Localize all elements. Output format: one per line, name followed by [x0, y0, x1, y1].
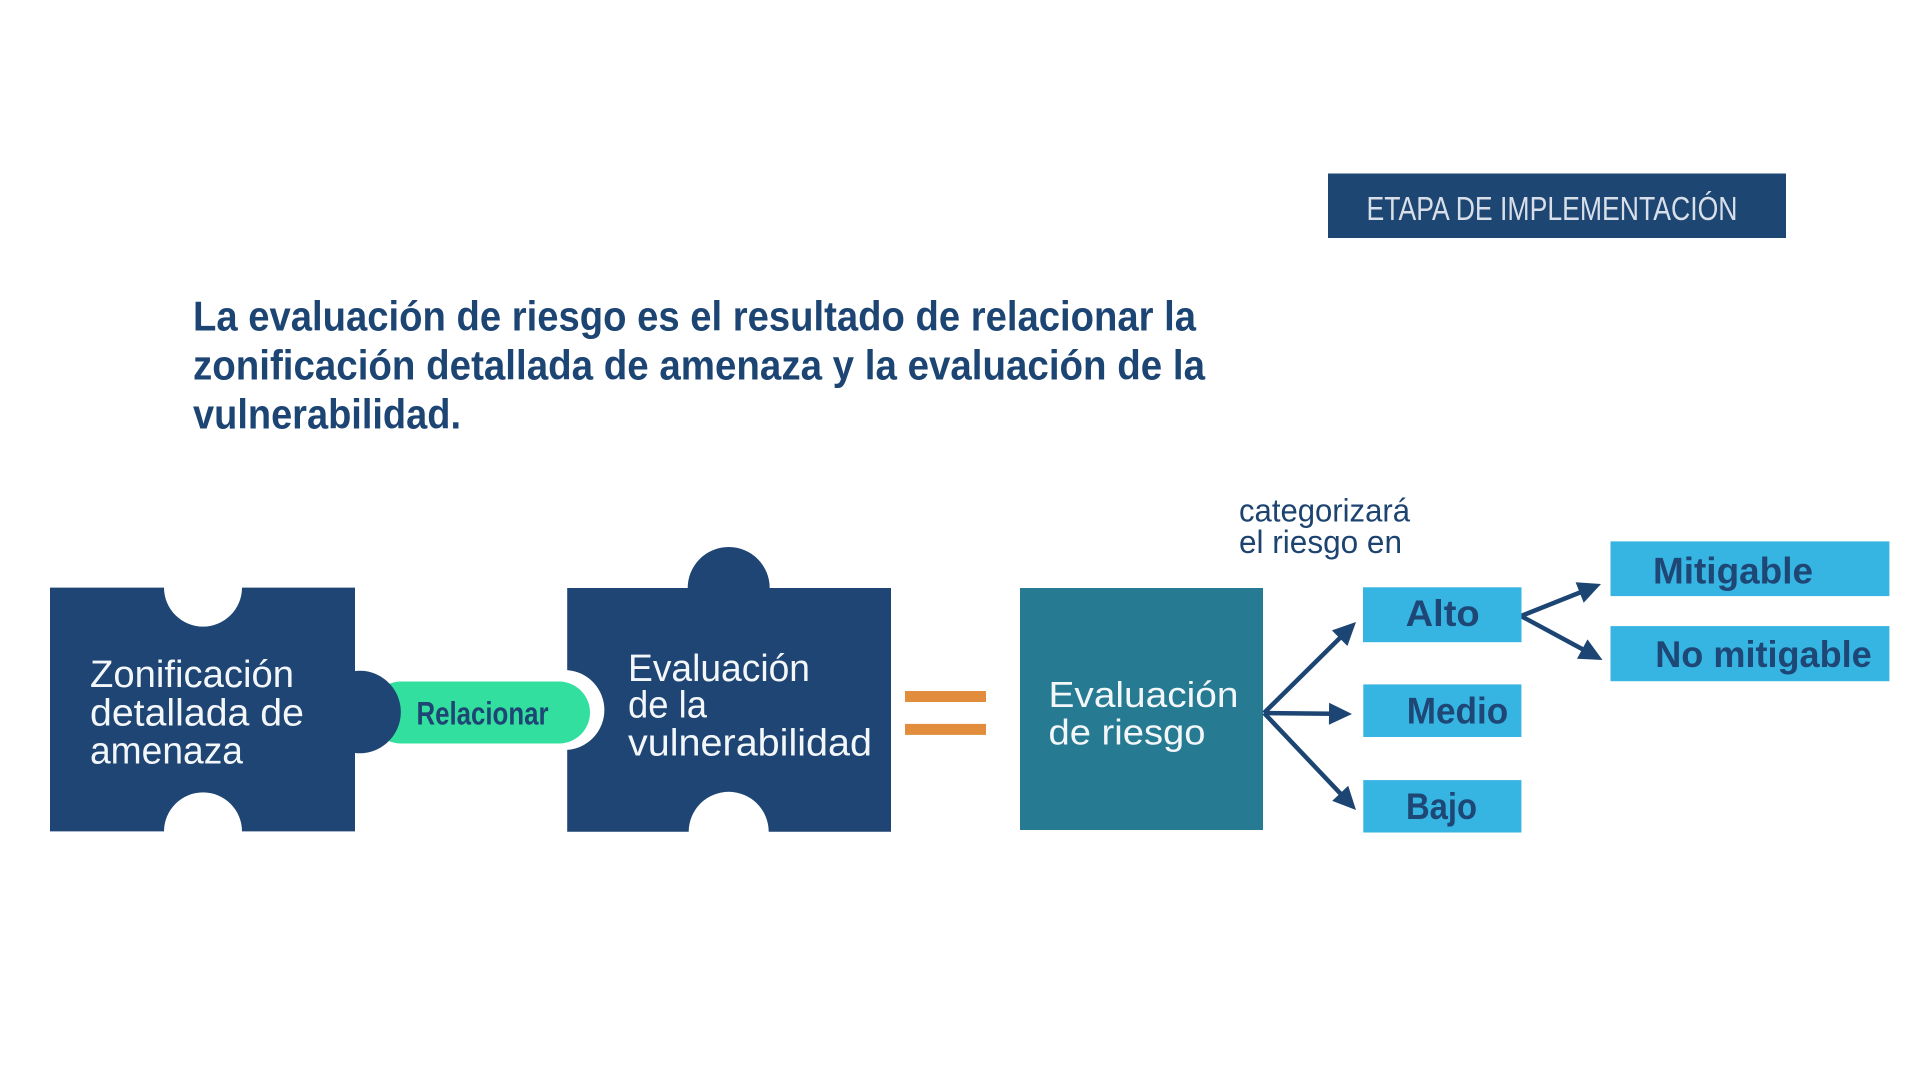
svg-text:Bajo: Bajo	[1406, 785, 1477, 827]
svg-text:Medio: Medio	[1407, 690, 1509, 732]
svg-text:el riesgo en: el riesgo en	[1239, 524, 1402, 560]
svg-text:Evaluación: Evaluación	[628, 648, 810, 690]
svg-text:Zonificación: Zonificación	[90, 654, 294, 696]
svg-text:Mitigable: Mitigable	[1653, 549, 1813, 591]
svg-text:No mitigable: No mitigable	[1655, 633, 1872, 675]
svg-text:Relacionar: Relacionar	[417, 696, 549, 732]
svg-text:categorizará: categorizará	[1239, 493, 1410, 529]
svg-text:amenaza: amenaza	[90, 731, 244, 773]
svg-text:ETAPA DE IMPLEMENTACIÓN: ETAPA DE IMPLEMENTACIÓN	[1367, 190, 1738, 227]
svg-text:zonificación detallada de amen: zonificación detallada de amenaza y la e…	[193, 342, 1206, 389]
svg-text:Alto: Alto	[1406, 592, 1480, 634]
svg-text:de riesgo: de riesgo	[1049, 712, 1206, 753]
svg-text:vulnerabilidad.: vulnerabilidad.	[193, 391, 461, 438]
svg-text:Evaluación: Evaluación	[1049, 674, 1239, 715]
svg-text:detallada de: detallada de	[90, 693, 304, 735]
svg-text:de la: de la	[628, 685, 708, 727]
svg-text:La evaluación de riesgo es el: La evaluación de riesgo es el resultado …	[193, 293, 1197, 340]
svg-text:vulnerabilidad: vulnerabilidad	[628, 723, 872, 765]
